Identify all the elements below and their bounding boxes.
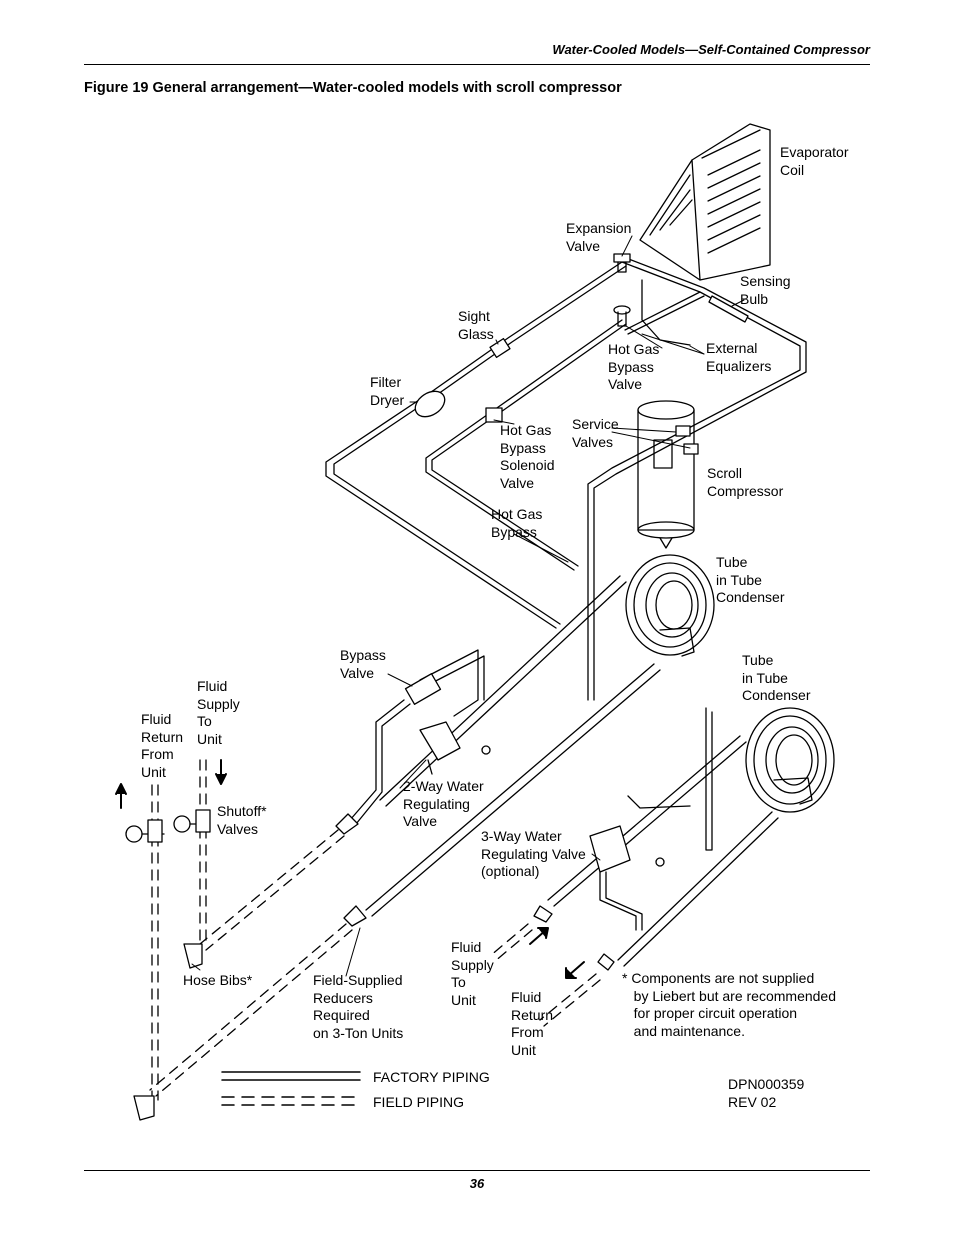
figure-title: Figure 19 General arrangement—Water-cool… xyxy=(84,80,622,96)
label-hot-gas-bypass: Hot Gas Bypass xyxy=(491,506,543,540)
label-service-valves: Service Valves xyxy=(572,416,619,450)
label-filter-dryer: Filter Dryer xyxy=(370,374,405,408)
legend-factory-piping: FACTORY PIPING xyxy=(373,1069,490,1085)
label-scroll-compressor: Scroll Compressor xyxy=(707,465,784,499)
leader-lines xyxy=(191,235,745,977)
label-hot-gas-bypass-valve: Hot Gas Bypass Valve xyxy=(608,341,660,393)
label-fluid-return-right: Fluid Return From Unit xyxy=(511,989,554,1058)
label-external-equalizers: External Equalizers xyxy=(706,340,772,374)
label-tube-condenser-2: Tube in Tube Condenser xyxy=(742,652,811,704)
shutoff-valves xyxy=(125,809,211,1121)
condenser-2 xyxy=(547,707,835,967)
label-sight-glass: Sight Glass xyxy=(458,308,494,342)
refrigerant-lines-upper xyxy=(325,257,807,701)
label-hose-bibs: Hose Bibs* xyxy=(183,972,253,988)
valves-top xyxy=(613,253,749,327)
label-fluid-supply-left: Fluid Supply To Unit xyxy=(197,678,240,747)
legend-field-piping: FIELD PIPING xyxy=(373,1094,465,1110)
scroll-compressor xyxy=(637,400,699,549)
label-two-way-valve: 2-Way Water Regulating Valve xyxy=(403,778,484,830)
page-number: 36 xyxy=(469,1176,485,1191)
evaporator-coil xyxy=(639,123,771,281)
label-shutoff-valves: Shutoff* Valves xyxy=(217,803,267,837)
piping-legend xyxy=(221,1071,361,1106)
label-field-reducers: Field-Supplied Reducers Required on 3-To… xyxy=(313,972,404,1041)
label-evaporator-coil: Evaporator Coil xyxy=(780,144,849,178)
label-fluid-supply-right: Fluid Supply To Unit xyxy=(451,939,494,1008)
condenser-1 xyxy=(365,554,715,917)
label-tube-condenser-1: Tube in Tube Condenser xyxy=(716,554,785,606)
label-bypass-valve: Bypass Valve xyxy=(340,647,386,681)
inline-components xyxy=(414,337,511,423)
footer-rule xyxy=(84,1170,870,1171)
document-number: DPN000359 REV 02 xyxy=(728,1076,805,1110)
header-rule xyxy=(84,64,870,65)
label-expansion-valve: Expansion Valve xyxy=(566,220,632,254)
label-fluid-return-left: Fluid Return From Unit xyxy=(141,711,184,780)
flow-arrows xyxy=(115,759,585,979)
label-sensing-bulb: Sensing Bulb xyxy=(740,273,791,307)
bypass-assembly xyxy=(335,649,491,927)
footnote: * Components are not supplied by Liebert… xyxy=(622,970,837,1039)
running-header: Water-Cooled Models—Self-Contained Compr… xyxy=(552,42,870,57)
label-hot-gas-bypass-solenoid: Hot Gas Bypass Solenoid Valve xyxy=(500,422,555,491)
label-three-way-valve: 3-Way Water Regulating Valve (optional) xyxy=(481,828,586,880)
